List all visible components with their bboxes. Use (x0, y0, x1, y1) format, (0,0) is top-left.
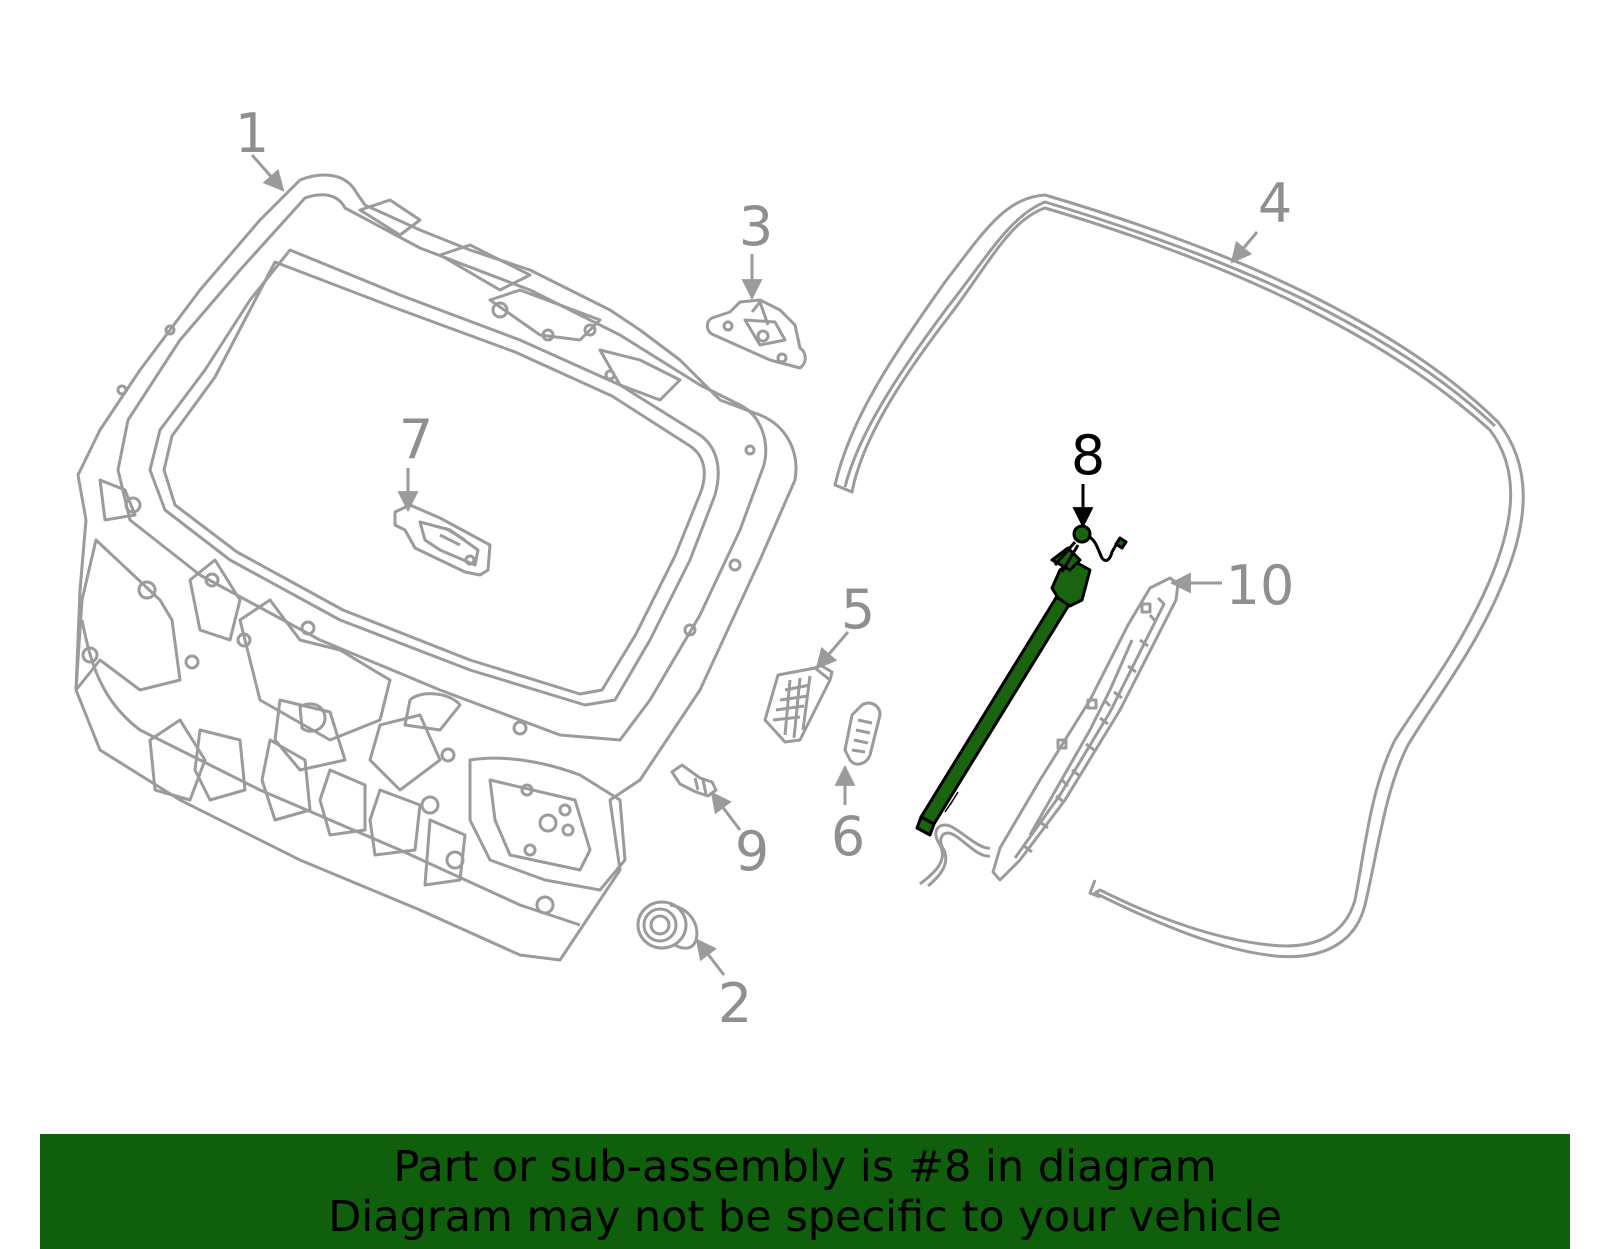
callout-5: 5 (841, 578, 875, 641)
callout-3: 3 (739, 195, 773, 258)
part-3-hinge[interactable] (705, 298, 807, 370)
leader-5 (815, 631, 850, 670)
callout-4: 4 (1258, 172, 1292, 235)
part-4-weatherstrip[interactable] (833, 193, 1525, 959)
leader-4 (1230, 231, 1259, 264)
callout-7: 7 (399, 408, 433, 471)
callout-9: 9 (735, 820, 769, 883)
banner-line-disclaimer: Diagram may not be specific to your vehi… (328, 1191, 1282, 1242)
part-5-clip[interactable] (763, 663, 834, 744)
leader-9 (710, 791, 742, 831)
callout-6: 6 (831, 805, 865, 868)
part-10-trim-panel[interactable] (919, 576, 1180, 888)
part-8-power-strut[interactable] (915, 524, 1128, 837)
part-9-pin[interactable] (670, 763, 718, 798)
leader-1 (250, 154, 285, 192)
banner-line-part-number: Part or sub-assembly is #8 in diagram (393, 1141, 1217, 1192)
callout-labels: 1 2 3 4 5 6 7 8 9 10 (235, 102, 1295, 1035)
callout-10: 10 (1226, 554, 1295, 617)
part-2-grommet[interactable] (636, 900, 699, 950)
part-1-liftgate[interactable] (74, 173, 798, 962)
callout-1: 1 (235, 102, 269, 165)
info-banner: Part or sub-assembly is #8 in diagram Di… (40, 1134, 1570, 1249)
callout-2: 2 (718, 972, 752, 1035)
part-6-vent[interactable] (843, 701, 882, 766)
callout-8: 8 (1071, 424, 1105, 487)
part-7-latch[interactable] (393, 503, 492, 577)
leader-2 (695, 938, 726, 976)
leader-arrows (250, 154, 1259, 976)
